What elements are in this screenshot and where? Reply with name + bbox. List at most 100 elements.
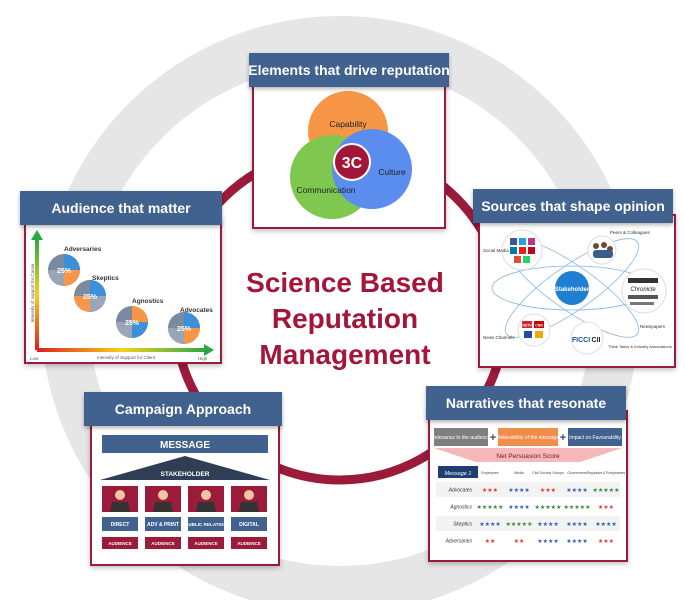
sources-header-label: Sources that shape opinion (481, 198, 665, 214)
social-media-label: Social Media (483, 248, 509, 253)
star-rating: ★★★★ (537, 521, 559, 528)
narratives-header: Narratives that resonate (426, 386, 626, 420)
venn-culture-label: Culture (378, 167, 406, 177)
channel-label-direct: DIRECT (111, 522, 130, 528)
campaign-columns: DIRECT AUDIENCE ADV & PRINT AUDIENCE PUB… (102, 486, 267, 549)
person-icon (244, 490, 254, 500)
believability-label: Believability of the message (497, 435, 559, 441)
center-title: Science Based Reputation Management (200, 265, 490, 373)
table-row: Agnostics★★★★★★★★★★★★★★★★★★★★★★ (436, 499, 620, 514)
star-rating: ★★★★★ (506, 521, 533, 528)
news-channels-cluster: NDTV CNN (517, 313, 551, 347)
column-header: Media (514, 471, 524, 475)
y-axis-bar (35, 238, 39, 350)
table-row-background (436, 482, 620, 497)
group-advocates: Advocates (180, 307, 213, 314)
plus-icon: + (560, 432, 566, 444)
row-label: Agnostics (449, 505, 472, 511)
stakeholder-roof (100, 456, 270, 480)
campaign-header-label: Campaign Approach (114, 401, 252, 417)
star-rating: ★★ (514, 538, 525, 545)
row-label: Skeptics (453, 522, 472, 528)
net-score-funnel (434, 448, 622, 462)
channel-column-adv-print: ADV & PRINT AUDIENCE (145, 486, 181, 549)
net-score-label: Net Persuasion Score (496, 453, 560, 460)
cnn-logo: CNN (535, 324, 543, 328)
venn-communication-label: Communication (296, 185, 355, 195)
star-rating: ★★★★★ (564, 504, 591, 511)
pinterest-icon (528, 247, 535, 254)
star-rating: ★★★★★ (535, 504, 562, 511)
star-rating: ★★★★ (479, 521, 501, 528)
star-rating: ★★★ (598, 538, 614, 545)
pie-label-agnostics: 25% (125, 320, 140, 327)
audience-label: AUDIENCE (237, 541, 261, 546)
narratives-diagram: Relevance to the audience + Believabilit… (431, 428, 626, 548)
audience-header-label: Audience that matter (51, 200, 191, 216)
think-tanks-label: Think Tanks & Industry Associations (608, 344, 672, 349)
impact-label: Impact on Favourability (569, 435, 621, 441)
channel-column-direct: DIRECT AUDIENCE (102, 486, 138, 549)
x-axis-high-label: High (198, 356, 208, 361)
table-row-background (436, 499, 620, 514)
star-rating: ★★★★★ (593, 487, 620, 494)
star-rating: ★★★★ (566, 487, 588, 494)
newspapers-label: Newspapers (640, 324, 666, 329)
table-row: Adversaries★★★★★★★★★★★★★★★ (436, 533, 620, 548)
star-rating: ★★ (485, 538, 496, 545)
elements-header: Elements that drive reputation (248, 53, 450, 87)
x-axis-label: Intensity of Support for Client (97, 355, 156, 360)
column-header: Civil Society Groups (532, 471, 564, 475)
x-axis-arrow-icon (204, 344, 214, 356)
social-media-cluster (501, 229, 543, 271)
campaign-diagram: MESSAGE STAKEHOLDER DIRECT AUDIENCE ADV … (100, 435, 270, 549)
row-label: Adversaries (445, 539, 473, 545)
googleplus-icon (514, 256, 521, 263)
star-rating: ★★★★ (595, 521, 617, 528)
sources-diagram: Stakeholder Social Media Peers & Colleag… (483, 229, 672, 355)
table-title-cell (438, 466, 478, 478)
table-row: Skeptics★★★★★★★★★★★★★★★★★★★★★ (436, 516, 620, 531)
star-rating: ★★★ (540, 487, 556, 494)
pie-label-advocates: 25% (177, 326, 192, 333)
channel-label-digital: DIGITAL (239, 522, 259, 528)
table-row-background (436, 533, 620, 548)
venn-diagram: 3C Capability Culture Communication (290, 91, 412, 219)
relevance-label: Relevance to the audience (431, 435, 490, 441)
person-icon (115, 490, 125, 500)
elements-header-label: Elements that drive reputation (248, 62, 450, 78)
message-bar (102, 435, 268, 453)
audience-header: Audience that matter (20, 191, 222, 225)
channel-label-adv-print: ADV & PRINT (147, 522, 179, 528)
instagram-icon (528, 238, 535, 245)
group-agnostics: Agnostics (132, 298, 164, 305)
center-title-line-1: Science Based (246, 267, 444, 298)
cii-logo: CII (592, 337, 601, 344)
relevance-box (434, 428, 488, 446)
sources-header: Sources that shape opinion (473, 189, 673, 223)
peers-label: Peers & Colleagues (610, 230, 651, 235)
star-rating: ★★★★ (566, 521, 588, 528)
x-axis-low-label: Low (30, 356, 39, 361)
message-label: MESSAGE (160, 440, 210, 451)
table-row: Advocates★★★★★★★★★★★★★★★★★★★ (436, 482, 620, 497)
channel-label-public-relation: PUBLIC RELATION (185, 522, 227, 527)
column-header: Government (567, 471, 586, 475)
pie-agnostics: 25% (116, 306, 148, 338)
table-title: Message 1 (445, 471, 472, 477)
audience-label: AUDIENCE (108, 541, 132, 546)
newspapers-cluster: Chronicle (621, 268, 667, 314)
plus-icon: + (490, 432, 496, 444)
audience-card: Intensity of Support for Client Low High… (24, 216, 222, 364)
row-label: Advocates (448, 488, 473, 494)
pie-label-skeptics: 25% (83, 294, 98, 301)
star-rating: ★★★★★ (477, 504, 504, 511)
narratives-header-label: Narratives that resonate (445, 395, 607, 411)
star-rating: ★★★★ (508, 487, 530, 494)
person-icon (201, 490, 211, 500)
stakeholder-label: Stakeholder (555, 287, 590, 293)
person-icon (158, 490, 168, 500)
facebook-icon (510, 238, 517, 245)
table-rows: Advocates★★★★★★★★★★★★★★★★★★★Agnostics★★★… (436, 482, 620, 548)
star-rating: ★★★ (598, 504, 614, 511)
